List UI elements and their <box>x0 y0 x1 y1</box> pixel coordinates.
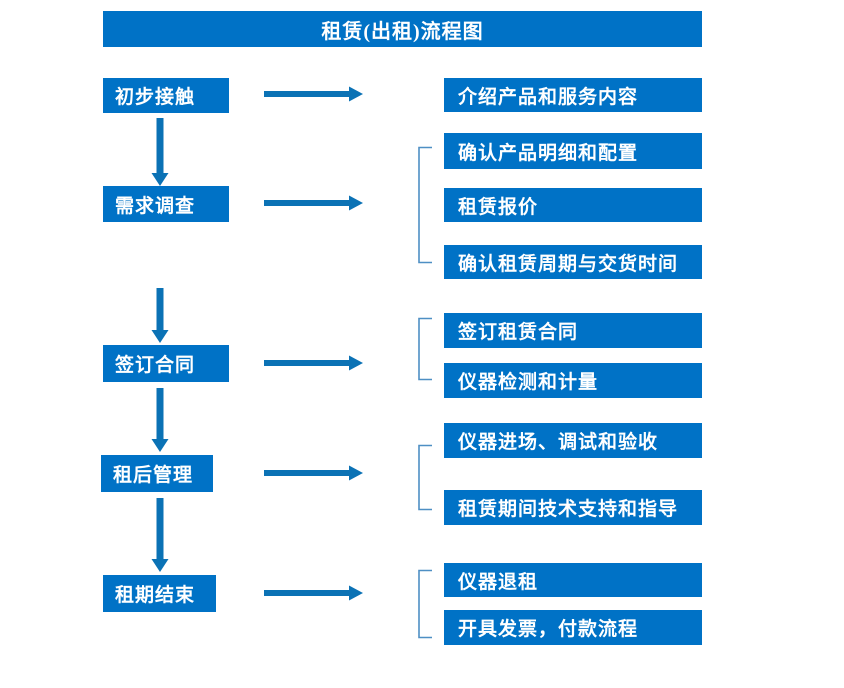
stage-box[interactable]: 需求调查 <box>103 186 229 222</box>
stage-box[interactable]: 签订合同 <box>103 345 229 382</box>
page-title: 租赁(出租)流程图 <box>103 11 702 47</box>
stage-box[interactable]: 租后管理 <box>101 455 213 492</box>
stage-flow-arrow-down <box>150 118 170 186</box>
detail-box[interactable]: 租赁报价 <box>444 188 702 222</box>
stage-detail-arrow-right <box>264 463 363 483</box>
group-bracket <box>418 569 432 639</box>
stage-flow-arrow-down <box>150 288 170 343</box>
stage-detail-arrow-right <box>264 583 363 603</box>
group-bracket <box>418 317 432 381</box>
detail-box[interactable]: 介绍产品和服务内容 <box>444 78 702 112</box>
detail-box[interactable]: 确认租赁周期与交货时间 <box>444 245 702 279</box>
detail-box[interactable]: 仪器进场、调试和验收 <box>444 423 702 458</box>
detail-box[interactable]: 确认产品明细和配置 <box>444 133 702 169</box>
stage-box[interactable]: 初步接触 <box>103 78 229 113</box>
detail-box[interactable]: 开具发票，付款流程 <box>444 610 702 645</box>
stage-detail-arrow-right <box>264 353 363 373</box>
group-bracket <box>418 444 432 511</box>
detail-box[interactable]: 签订租赁合同 <box>444 313 702 348</box>
stage-detail-arrow-right <box>264 193 363 213</box>
stage-box[interactable]: 租期结束 <box>103 575 216 612</box>
stage-flow-arrow-down <box>150 498 170 572</box>
stage-flow-arrow-down <box>150 388 170 452</box>
stage-detail-arrow-right <box>264 84 363 104</box>
group-bracket <box>418 146 432 264</box>
detail-box[interactable]: 仪器退租 <box>444 563 702 597</box>
detail-box[interactable]: 租赁期间技术支持和指导 <box>444 490 702 525</box>
detail-box[interactable]: 仪器检测和计量 <box>444 363 702 398</box>
